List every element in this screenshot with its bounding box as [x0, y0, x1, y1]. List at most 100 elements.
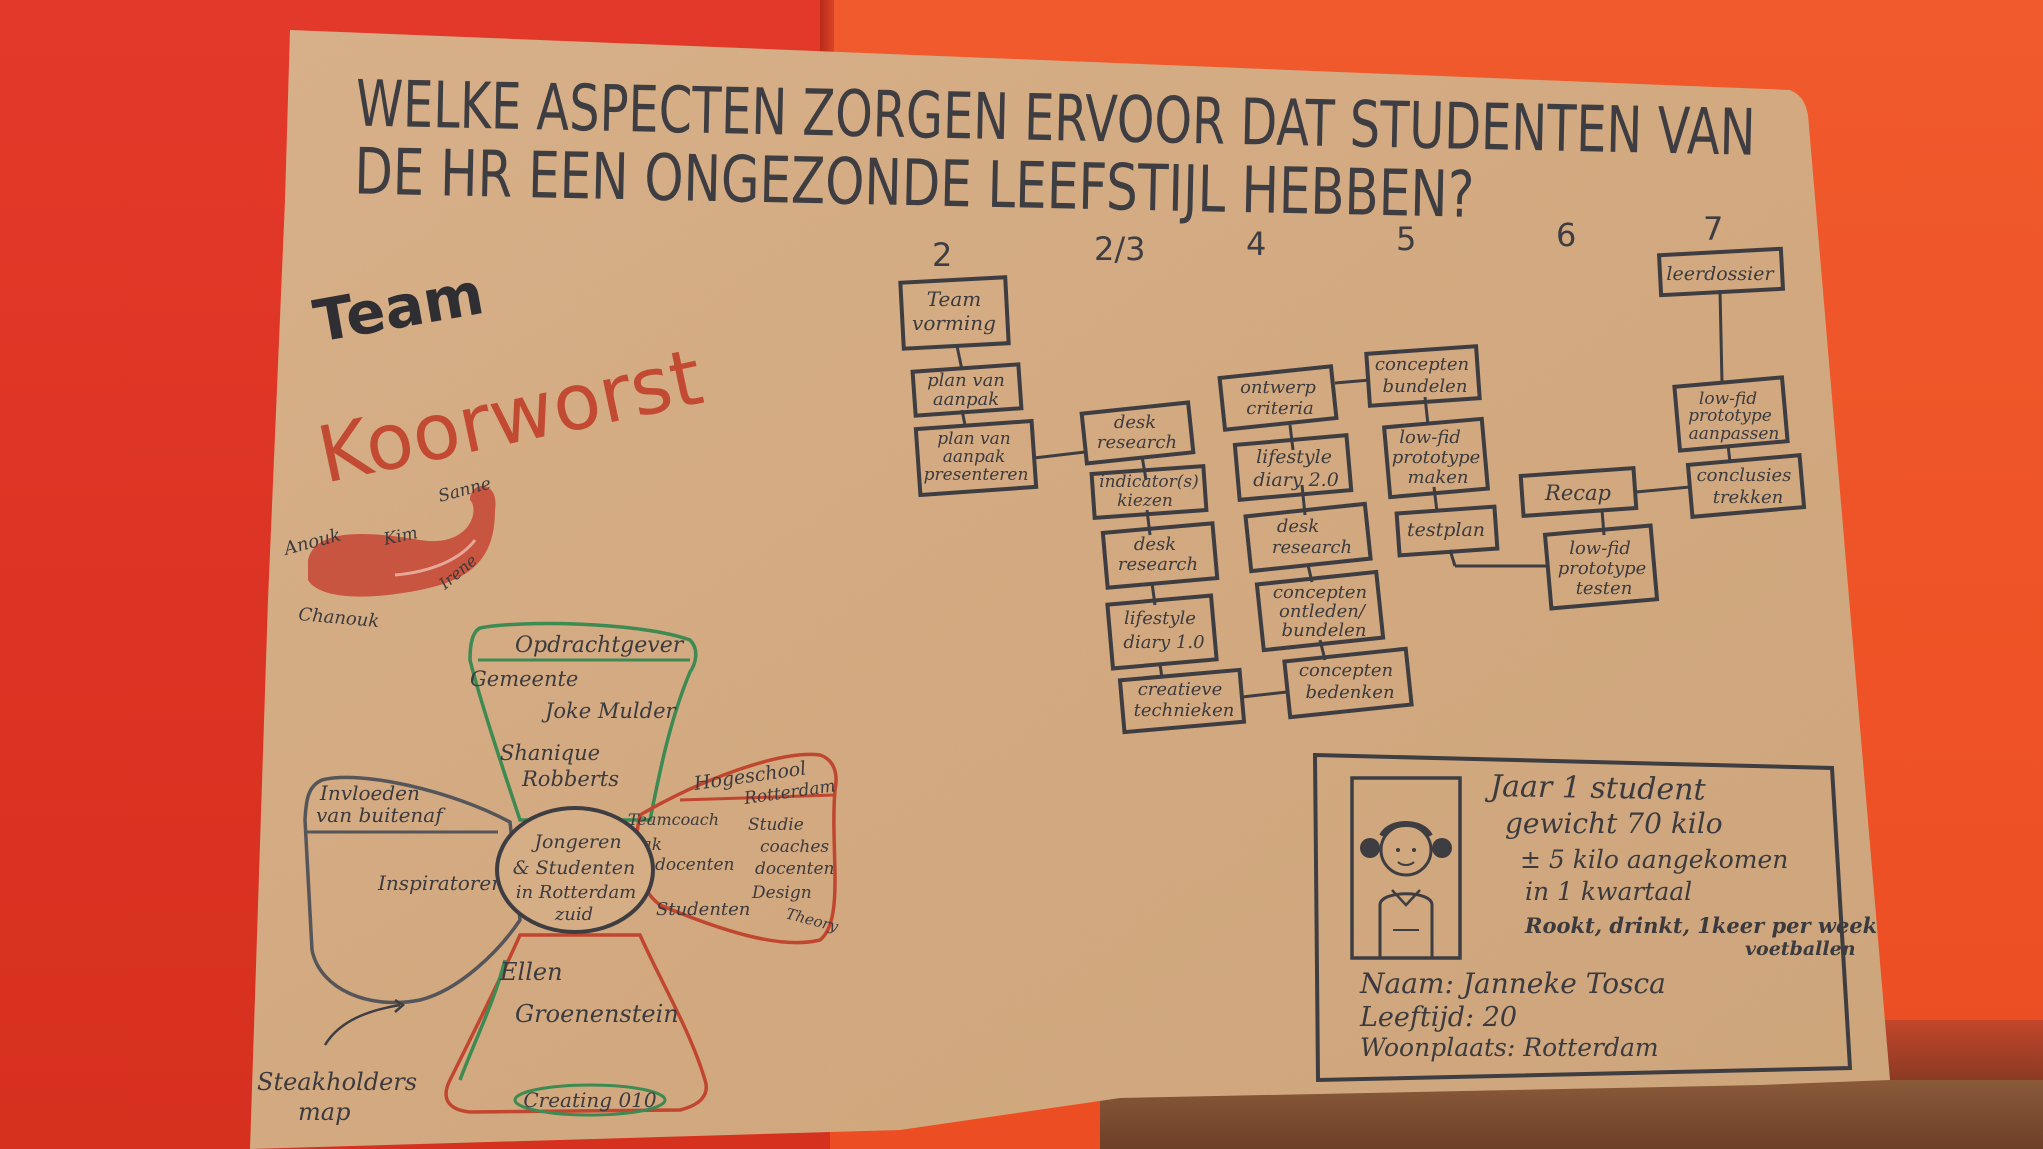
box-text: lifestyle [1124, 608, 1196, 629]
box-text: research [1272, 537, 1352, 558]
box-text: bundelen [1383, 376, 1468, 397]
petal-right [634, 752, 838, 945]
process-box-lowfid-aanpassen: low-fid prototype aanpassen [1672, 375, 1790, 453]
box-text: low-fid [1399, 427, 1461, 448]
center-line-4: zuid [554, 904, 593, 925]
right-item-teamcoach: Teamcoach [628, 810, 719, 829]
box-text: aanpassen [1689, 424, 1780, 444]
persona-avatar [1360, 821, 1452, 958]
box-text: technieken [1134, 700, 1235, 721]
box-text: trekken [1713, 487, 1784, 508]
box-text: prototype [1392, 447, 1481, 468]
box-text: conclusies [1697, 465, 1792, 486]
process-box-desk-research-1: desk research [1079, 400, 1196, 466]
sausage-highlight [394, 539, 477, 577]
process-box-concepten-ontleden: concepten ontleden/ bundelen [1254, 569, 1386, 653]
top-item-shanique: Shanique [500, 741, 600, 765]
week-numbers: 2 2/3 4 5 6 7 [932, 210, 1723, 274]
bottom-footer-outline [513, 1083, 667, 1117]
process-box-ontwerp-criteria: ontwerp criteria [1217, 364, 1339, 432]
petal-bottom [444, 933, 708, 1114]
box-text: desk [1134, 534, 1176, 555]
box-text: bedenken [1305, 682, 1394, 703]
right-item-studenten: Studenten [656, 899, 750, 920]
persona-portrait-frame [1350, 776, 1462, 960]
top-item-joke: Joke Mulder [541, 699, 678, 723]
caption-line-1: Steakholders [257, 1068, 417, 1096]
box-text: ontleden/ [1279, 601, 1367, 622]
box-text: aanpak [943, 447, 1006, 467]
box-text: aanpak [933, 389, 999, 410]
process-box-lowfid-maken: low-fid prototype maken [1381, 416, 1491, 500]
box-text: diary 2.0 [1253, 469, 1339, 491]
bottom-item-ellen: Ellen [499, 958, 563, 986]
box-text: testplan [1407, 519, 1485, 541]
process-box-team-vorming: Team vorming [898, 275, 1011, 351]
process-box-plan-van-aanpak: plan van aanpak [910, 362, 1024, 418]
caption-arrow-head [394, 998, 406, 1013]
right-item-design: Design [751, 883, 812, 903]
process-box-leerdossier: leerdossier [1656, 246, 1786, 298]
top-item-robberts: Robberts [521, 767, 619, 791]
persona-line-2: gewicht 70 kilo [1505, 807, 1723, 840]
week-4: 4 [1246, 225, 1266, 263]
process-box-desk-research-3: desk research [1243, 501, 1373, 574]
persona-line-5: Rookt, drinkt, 1keer per week [1524, 913, 1877, 938]
box-text: criteria [1246, 398, 1313, 419]
left-header-2: van buitenaf [316, 803, 446, 827]
process-box-concepten-bundelen: concepten bundelen [1364, 344, 1482, 408]
box-text: prototype [1688, 406, 1772, 426]
poster-title: WELKE ASPECTEN ZORGEN ERVOOR DAT STUDENT… [354, 67, 1757, 232]
caption-line-2: map [298, 1098, 350, 1126]
box-text: plan van [937, 429, 1011, 449]
center-circle [495, 806, 655, 934]
left-item-inspiratoren: Inspiratoren [377, 871, 504, 895]
process-box-plan-presenteren: plan van aanpak presenteren [913, 418, 1039, 498]
box-text: ontwerp [1240, 377, 1316, 398]
week-6: 6 [1556, 216, 1576, 254]
top-item-gemeente: Gemeente [470, 667, 578, 691]
box-text: Team [927, 287, 982, 311]
week-2-3: 2/3 [1094, 230, 1146, 268]
box-text: diary 1.0 [1123, 632, 1204, 653]
box-text: testen [1576, 578, 1633, 599]
box-text: concepten [1299, 660, 1393, 681]
center-line-2: & Studenten [513, 857, 636, 879]
box-text: prototype [1558, 558, 1647, 579]
right-item-studie: Studie [748, 815, 804, 835]
box-text: plan van [927, 370, 1005, 391]
stakeholder-map: Opdrachtgever Gemeente Joke Mulder Shani… [257, 621, 841, 1126]
caption-arrow [323, 1003, 401, 1046]
box-text: low-fid [1569, 538, 1631, 559]
persona-line-6: voetballen [1745, 938, 1856, 960]
process-box-recap: Recap [1518, 465, 1639, 518]
box-text: Recap [1544, 481, 1611, 505]
box-text: desk [1114, 412, 1156, 433]
process-box-lowfid-testen: low-fid prototype testen [1542, 523, 1660, 611]
persona-card: Jaar 1 student gewicht 70 kilo ± 5 kilo … [1312, 752, 1877, 1083]
process-box-indicatoren: indicator(s) kiezen [1089, 464, 1209, 520]
left-header-1: Invloeden [319, 781, 420, 805]
bottom-footer: Creating 010 [523, 1088, 657, 1112]
persona-line-4: in 1 kwartaal [1525, 877, 1692, 906]
center-line-3: in Rotterdam [516, 882, 637, 903]
petal-left [303, 775, 522, 1005]
box-text: leerdossier [1666, 263, 1775, 285]
box-text: research [1118, 554, 1198, 575]
petal-top [468, 621, 698, 822]
persona-frame [1312, 752, 1853, 1083]
box-text: concepten [1273, 582, 1367, 603]
persona-line-1: Jaar 1 student [1484, 769, 1707, 808]
box-text: lifestyle [1256, 446, 1332, 468]
persona-city: Woonplaats: Rotterdam [1360, 1033, 1659, 1062]
box-text: research [1097, 432, 1177, 453]
top-header: Opdrachtgever [515, 633, 685, 658]
persona-line-3: ± 5 kilo aangekomen [1520, 845, 1788, 874]
petal-bottom-green-edge [458, 959, 507, 1081]
persona-name: Naam: Janneke Tosca [1359, 967, 1666, 1000]
week-5: 5 [1396, 220, 1416, 258]
process-box-lifestyle-diary-20: lifestyle diary 2.0 [1232, 433, 1354, 502]
process-box-lifestyle-diary-10: lifestyle diary 1.0 [1105, 593, 1219, 671]
box-text: indicator(s) [1099, 472, 1199, 492]
